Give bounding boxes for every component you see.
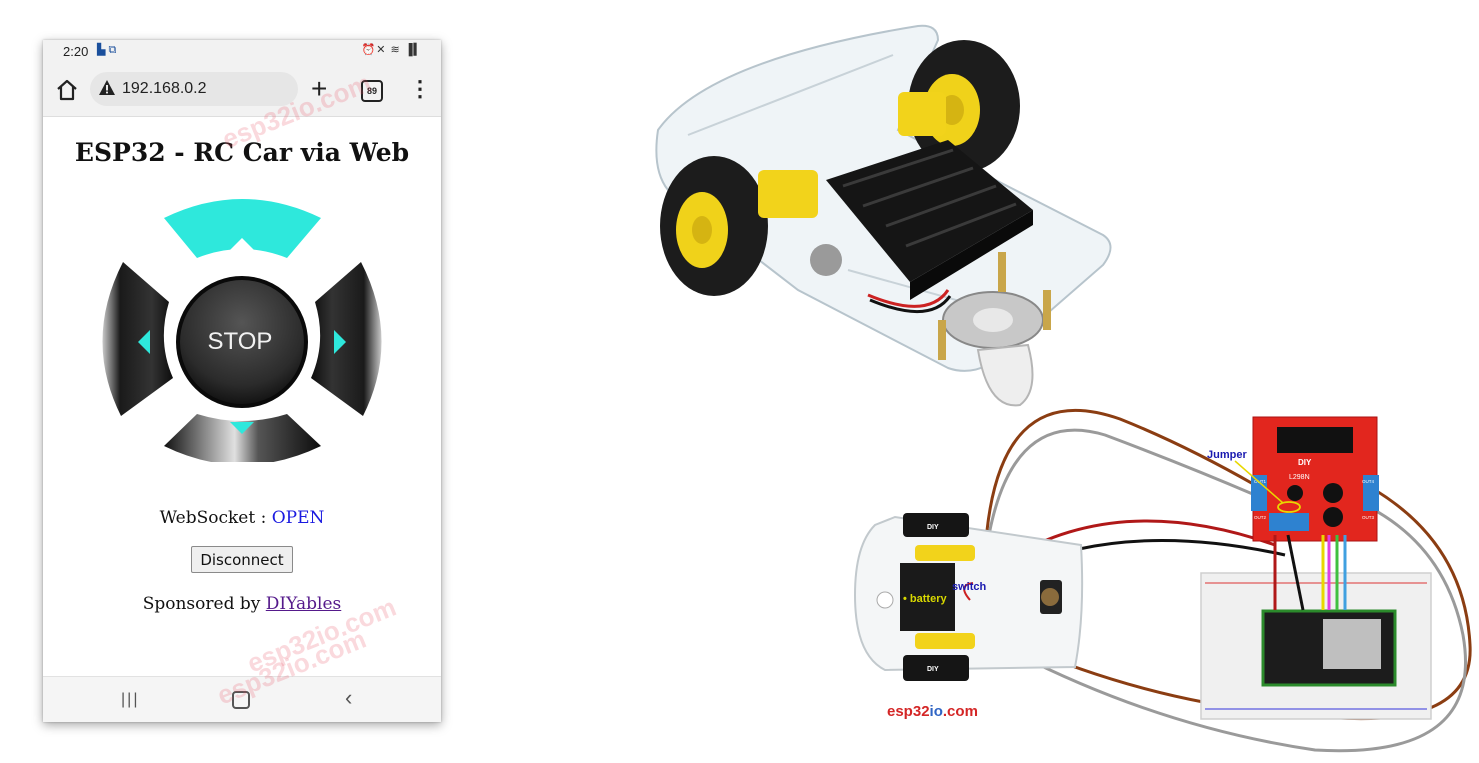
motor-right (898, 92, 946, 136)
wire-gray-bottom (984, 503, 1468, 753)
motor-cap (810, 244, 842, 276)
battery-label: • battery (903, 593, 947, 605)
wheel-top (903, 513, 969, 537)
car-top-view (853, 513, 1084, 681)
driver-logo: DIY (1298, 458, 1312, 467)
caster-wheel (976, 343, 1034, 407)
page-title: ESP32 - RC Car via Web (74, 138, 410, 167)
out3-label: OUT3 (1362, 515, 1374, 520)
nav-home-icon[interactable] (232, 691, 250, 709)
right-button[interactable] (311, 262, 382, 416)
switch-label: switch (952, 581, 987, 593)
robot-car-photo (655, 24, 1112, 407)
wheel-bottom (903, 655, 969, 681)
out4-label: OUT4 (1362, 479, 1374, 484)
backward-button[interactable] (164, 414, 321, 462)
forward-button[interactable] (164, 199, 321, 258)
new-tab-icon[interactable]: + (311, 73, 328, 104)
websocket-status: OPEN (271, 508, 325, 528)
brand-left: esp32 (887, 703, 930, 720)
diyables-link[interactable]: DIYables (265, 594, 342, 614)
browser-toolbar: 192.168.0.2 + 89 ⋮ (43, 64, 441, 117)
warning-icon (99, 80, 115, 95)
websocket-status-line: WebSocket : OPEN (43, 508, 441, 528)
notification-icons: ▙ ⧉ (97, 44, 117, 56)
sponsor-prefix: Sponsored by (142, 594, 266, 614)
phone-screenshot: 2:20 ▙ ⧉ ⏰✕ ≋ ▐▍ 192.168.0.2 + 89 ⋮ ESP3… (43, 40, 441, 722)
jumper-pointer (1234, 460, 1284, 504)
stop-button[interactable] (176, 276, 308, 408)
status-time: 2:20 (63, 44, 89, 59)
wire-gray-top (983, 428, 1256, 561)
browser-menu-icon[interactable]: ⋮ (409, 76, 431, 101)
disconnect-button[interactable]: Disconnect (191, 546, 293, 573)
recent-apps-icon[interactable]: ||| (121, 691, 140, 708)
jumper-label: Jumper (1207, 449, 1247, 461)
esp32-module (1323, 619, 1381, 669)
right-button-shape[interactable] (311, 262, 382, 416)
system-status-icons: ⏰✕ ≋ ▐▍ (361, 44, 423, 56)
out1-label: OUT1 (1254, 479, 1266, 484)
arrow-right-icon (334, 330, 346, 354)
back-icon[interactable]: ‹ (345, 685, 353, 710)
driver-label: L298N (1289, 474, 1310, 481)
forward-button-shape[interactable] (164, 199, 321, 258)
arrow-up-icon (230, 238, 254, 250)
arrow-left-icon (138, 330, 150, 354)
websocket-label: WebSocket : (159, 508, 272, 528)
url-text[interactable]: 192.168.0.2 (122, 80, 207, 97)
brand-mid: io (929, 703, 943, 720)
diy-logo-top: DIY (927, 524, 939, 531)
left-button[interactable] (102, 262, 173, 416)
diy-logo-bottom: DIY (927, 666, 939, 673)
esp32io-brand: esp32io.com (887, 703, 978, 720)
address-bar[interactable]: 192.168.0.2 (90, 72, 298, 106)
wire-brown-top (983, 408, 1256, 556)
android-nav-bar: ||| ‹ (43, 676, 441, 722)
arrow-down-icon (230, 422, 254, 434)
status-bar: 2:20 ▙ ⧉ ⏰✕ ≋ ▐▍ (43, 40, 441, 64)
home-icon[interactable] (55, 78, 79, 102)
stop-label[interactable]: STOP (207, 328, 273, 355)
wiring-diagram: switch • battery DIY DIY DIY L298N OUT1 … (853, 408, 1472, 753)
out2-label: OUT2 (1254, 515, 1266, 520)
wheel-left (660, 156, 768, 296)
backward-button-shape[interactable] (164, 414, 321, 462)
brand-right: .com (942, 703, 978, 720)
left-button-shape[interactable] (102, 262, 173, 416)
sponsor-line: Sponsored by DIYables (43, 594, 441, 614)
motor-left (758, 170, 818, 218)
battery-pack (900, 563, 955, 631)
tab-count-button[interactable]: 89 (361, 80, 383, 102)
direction-pad (102, 199, 382, 462)
jumper-highlight (1277, 501, 1301, 513)
l298n-driver (1251, 416, 1379, 542)
